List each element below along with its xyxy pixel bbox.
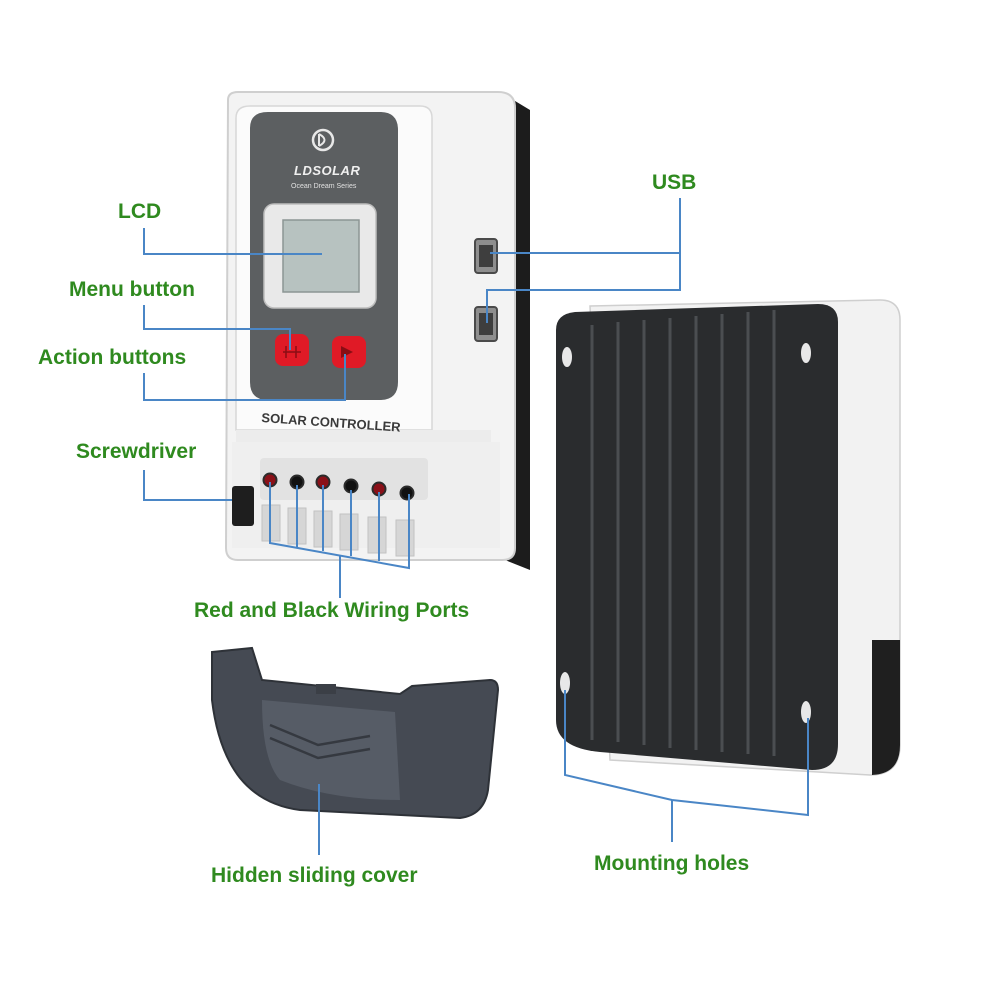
leader-action-buttons (143, 354, 346, 401)
solar-controller-front (224, 91, 530, 570)
lcd-screen (282, 219, 360, 293)
mounting-hole-top-left (562, 347, 572, 367)
controller-back-heatsink (556, 299, 901, 776)
label-lcd: LCD (118, 200, 162, 223)
label-screwdriver: Screwdriver (76, 440, 197, 463)
leader-lcd (143, 228, 322, 255)
label-wiring-ports: Red and Black Wiring Ports (194, 599, 470, 622)
label-cover: Hidden sliding cover (211, 864, 418, 887)
leader-wiring-ports-outer (269, 482, 410, 570)
screwdriver-shape (232, 486, 254, 526)
mounting-hole-top-right (801, 343, 811, 363)
leader-menu-button (143, 305, 291, 350)
leader-screwdriver (143, 470, 232, 501)
label-action-buttons: Action buttons (38, 346, 187, 369)
series-name: Ocean Dream Series (291, 183, 357, 190)
sliding-cover-shape (211, 646, 500, 820)
label-usb: USB (652, 171, 697, 194)
label-menu-button: Menu button (69, 278, 195, 301)
brand-name: LDSOLAR (294, 163, 361, 178)
mounting-hole-bottom-left (560, 672, 570, 694)
menu-button-shape (275, 334, 309, 366)
leader-lines (143, 198, 809, 855)
label-mounting-holes: Mounting holes (594, 852, 750, 875)
brand-logo-icon (311, 128, 335, 152)
leader-usb-bottom (486, 253, 681, 323)
mounting-hole-bottom-right (801, 701, 811, 723)
